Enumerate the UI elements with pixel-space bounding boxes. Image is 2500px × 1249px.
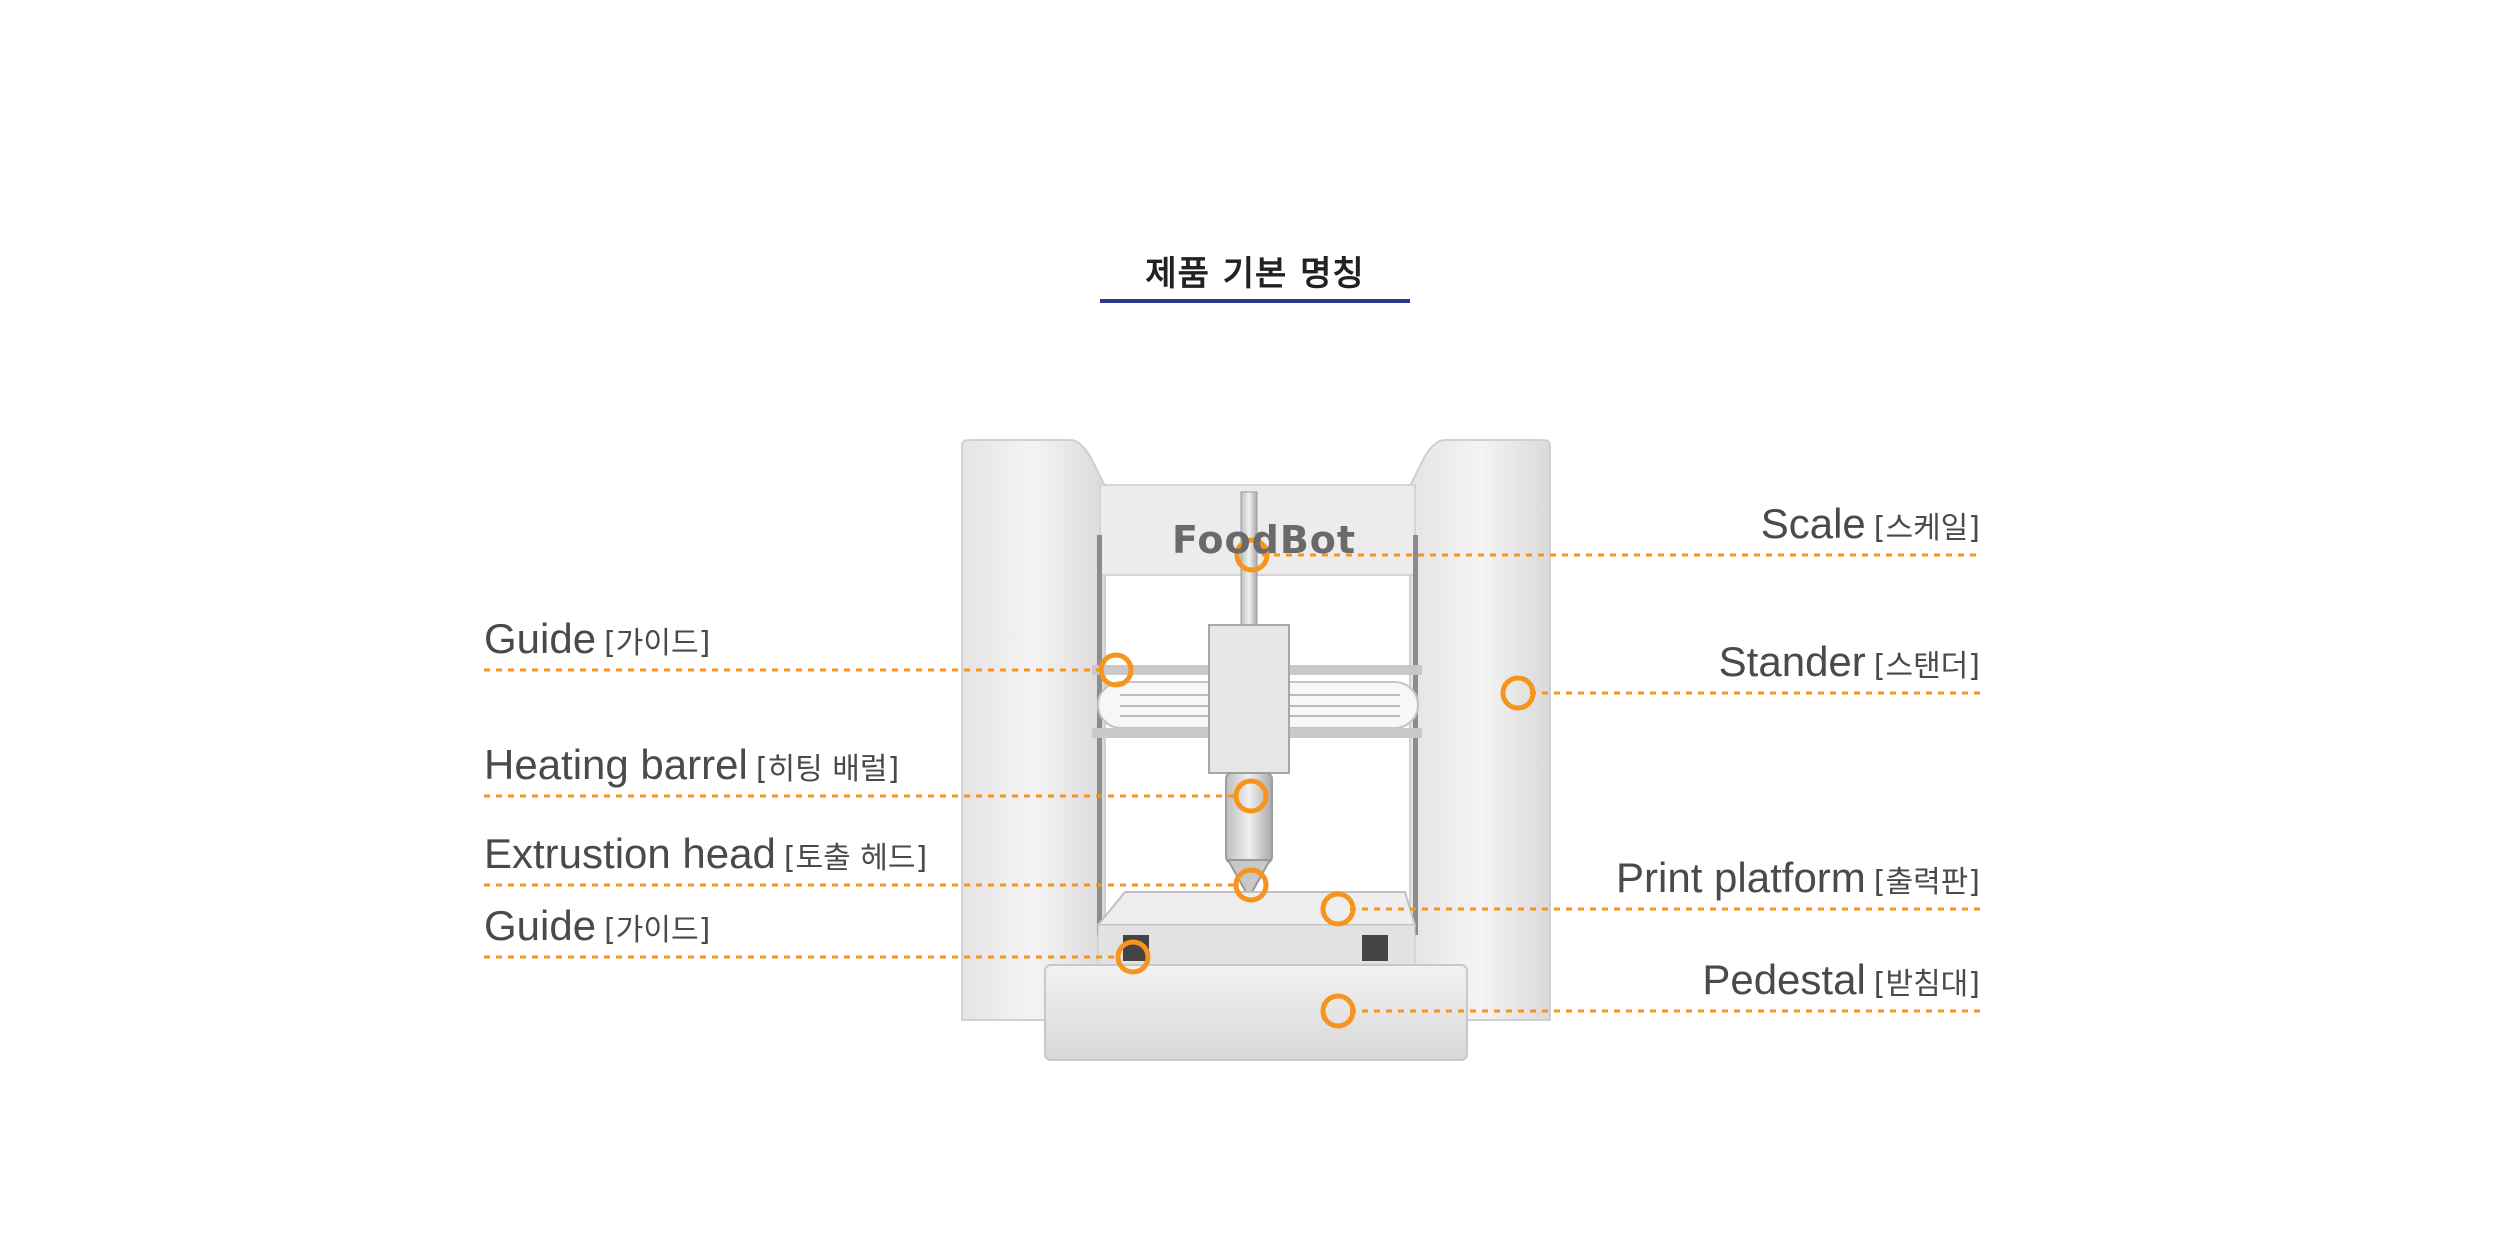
carriage — [1208, 624, 1290, 774]
marker-guide-bottom — [1115, 939, 1151, 975]
label-guide-bottom: Guide[가이드] — [484, 902, 711, 949]
label-extrusion-head: Extrustion head[토출 헤드] — [484, 830, 928, 877]
title-underline — [1100, 299, 1410, 303]
leader-lines — [484, 553, 1980, 1013]
marker-extrusion-head — [1233, 867, 1269, 903]
left-side-panel — [961, 439, 1106, 1021]
marker-pedestal — [1320, 993, 1356, 1029]
page-title: 제품 기본 명칭 — [1145, 254, 1365, 294]
label-guide-top: Guide[가이드] — [484, 615, 711, 662]
marker-heating-barrel — [1233, 778, 1269, 814]
label-scale: Scale[스케일] — [1760, 500, 1980, 547]
marker-guide-top — [1098, 652, 1134, 688]
marker-scale — [1234, 537, 1270, 573]
right-rail-slot — [1362, 935, 1388, 961]
label-heating-barrel: Heating barrel[히팅 배럴] — [484, 741, 900, 788]
brand-logo-text: FoodBot — [1172, 518, 1357, 562]
marker-stander — [1500, 675, 1536, 711]
label-print-platform: Print platform[출력판] — [1616, 854, 1980, 901]
right-side-panel — [1409, 439, 1551, 1021]
label-stander: Stander[스탠더] — [1718, 638, 1980, 685]
markers — [1098, 537, 1536, 1029]
marker-print-platform — [1320, 891, 1356, 927]
pedestal-body — [1044, 964, 1468, 1061]
label-pedestal: Pedestal[받침대] — [1702, 956, 1980, 1003]
